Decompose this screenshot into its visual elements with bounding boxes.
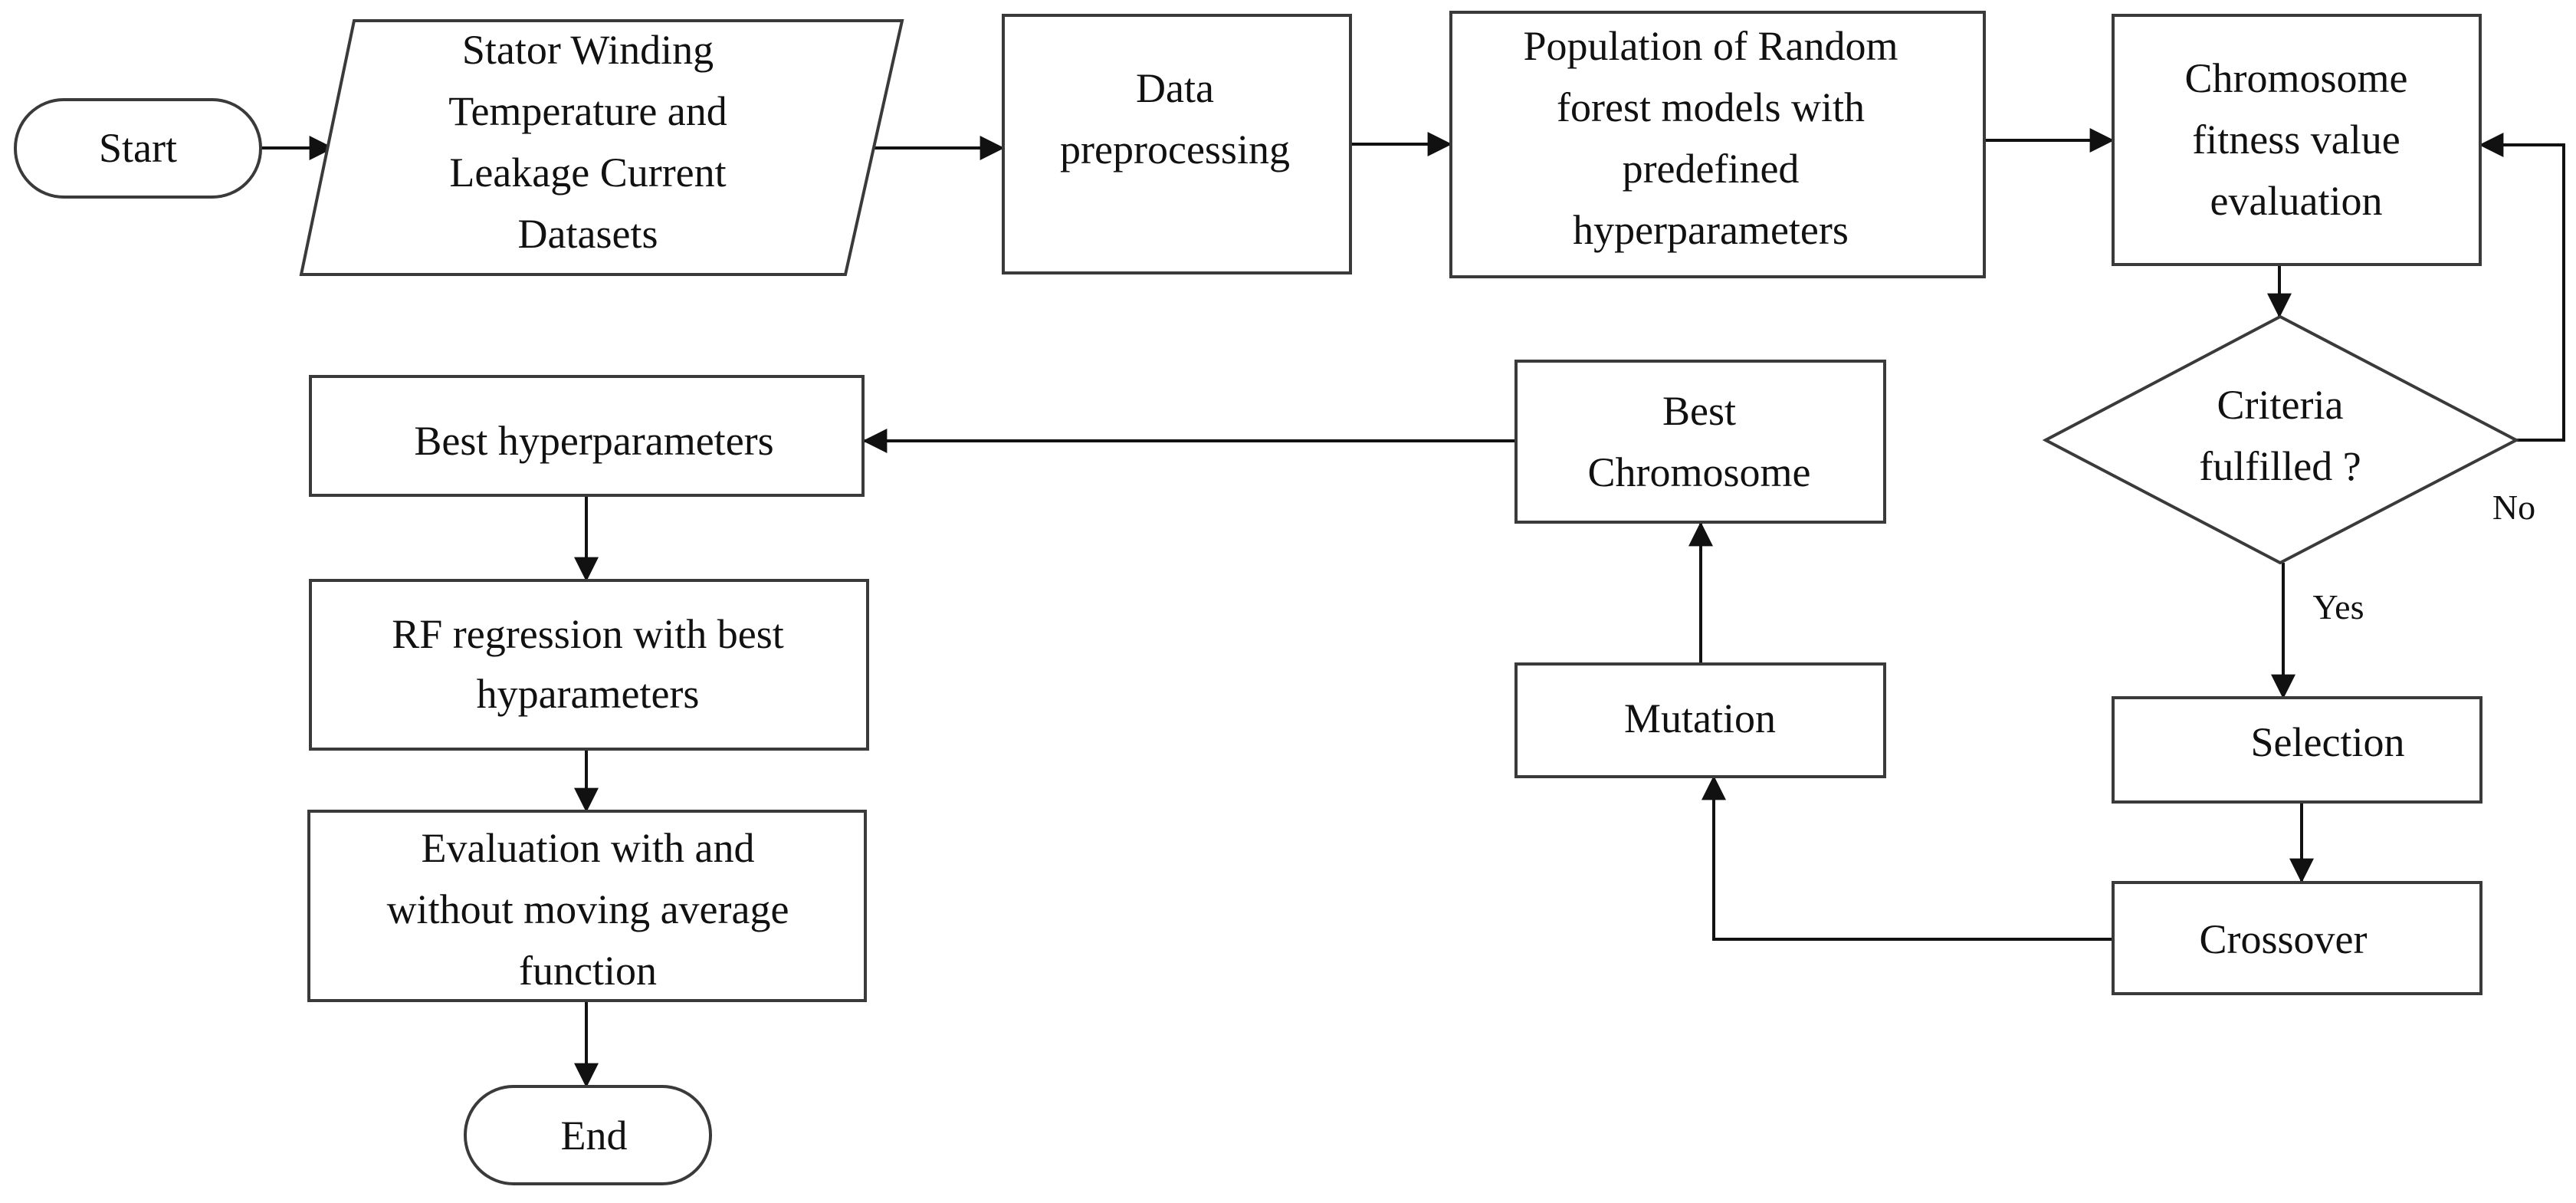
best-chromosome-box — [1514, 360, 1886, 524]
end-label: End — [561, 1113, 628, 1159]
rf-regression-label: RF regression with best hyparameters — [392, 611, 783, 717]
population-label: Population of Random forest models with pr… — [1524, 23, 1898, 253]
end-terminal — [464, 1085, 712, 1185]
preprocessing-box — [1002, 14, 1352, 274]
label-line: evaluation — [2210, 178, 2383, 224]
label-line: Selection — [2251, 719, 2405, 765]
rf-regression-box — [309, 579, 869, 751]
label-line: Chromosome — [1588, 449, 1811, 495]
selection-box — [2112, 696, 2482, 804]
yes-label: Yes — [2313, 587, 2364, 626]
label-line: RF regression with best — [392, 611, 783, 657]
label-line: Chromosome — [2185, 55, 2408, 101]
label-line: End — [561, 1113, 628, 1159]
edge-crossover-to-mutation — [1701, 775, 2113, 941]
label-line: Population of Random — [1524, 23, 1898, 69]
crossover-box — [2112, 881, 2482, 995]
population-box — [1449, 11, 1986, 278]
mutation-label: Mutation — [1624, 695, 1776, 741]
fitness-label: Chromosome fitness value evaluation — [2185, 55, 2408, 224]
label-line: Leakage Current — [449, 150, 726, 196]
label-line: Best — [1662, 388, 1736, 434]
start-terminal — [14, 98, 262, 199]
edges — [261, 128, 2565, 1088]
label-line: Data — [1136, 65, 1214, 111]
label-line: Stator Winding — [462, 27, 714, 73]
best-hyperparameters-label: Best hyperparameters — [414, 418, 773, 464]
edge-criteria-no-loop — [2479, 133, 2565, 442]
criteria-label: Criteria fulfilled ? — [2199, 382, 2361, 489]
label-line: fulfilled ? — [2199, 443, 2361, 489]
shapes — [14, 11, 2520, 1185]
evaluation-box — [307, 810, 867, 1002]
mutation-box — [1514, 662, 1886, 778]
label-line: Mutation — [1624, 695, 1776, 741]
label-line: hyparameters — [477, 671, 700, 717]
label-line: forest models with — [1557, 84, 1865, 130]
label-line: Evaluation with and — [422, 825, 755, 871]
label-line: Crossover — [2200, 916, 2368, 962]
label-line: Datasets — [518, 211, 658, 257]
edge-labels: No Yes — [2313, 488, 2536, 626]
start-label: Start — [99, 125, 177, 171]
label-line: hyperparameters — [1573, 207, 1849, 253]
preprocessing-label: Data preprocessing — [1060, 65, 1290, 173]
label-line: Criteria — [2217, 382, 2344, 428]
label-line: function — [519, 948, 657, 994]
label-line: without moving average — [387, 886, 789, 932]
fitness-box — [2112, 14, 2482, 266]
evaluation-label: Evaluation with and without moving averag… — [387, 825, 789, 994]
crossover-label: Crossover — [2200, 916, 2368, 962]
label-line: Temperature and — [448, 88, 727, 134]
label-line: Start — [99, 125, 177, 171]
best-hyperparameters-box — [309, 375, 865, 497]
label-line: Best hyperparameters — [414, 418, 773, 464]
datasets-parallelogram — [299, 19, 904, 276]
label-line: predefined — [1623, 146, 1800, 192]
no-label: No — [2492, 488, 2535, 527]
label-line: preprocessing — [1060, 127, 1290, 173]
selection-label: Selection — [2251, 719, 2405, 765]
label-line: fitness value — [2192, 117, 2400, 163]
criteria-diamond — [2042, 314, 2520, 565]
